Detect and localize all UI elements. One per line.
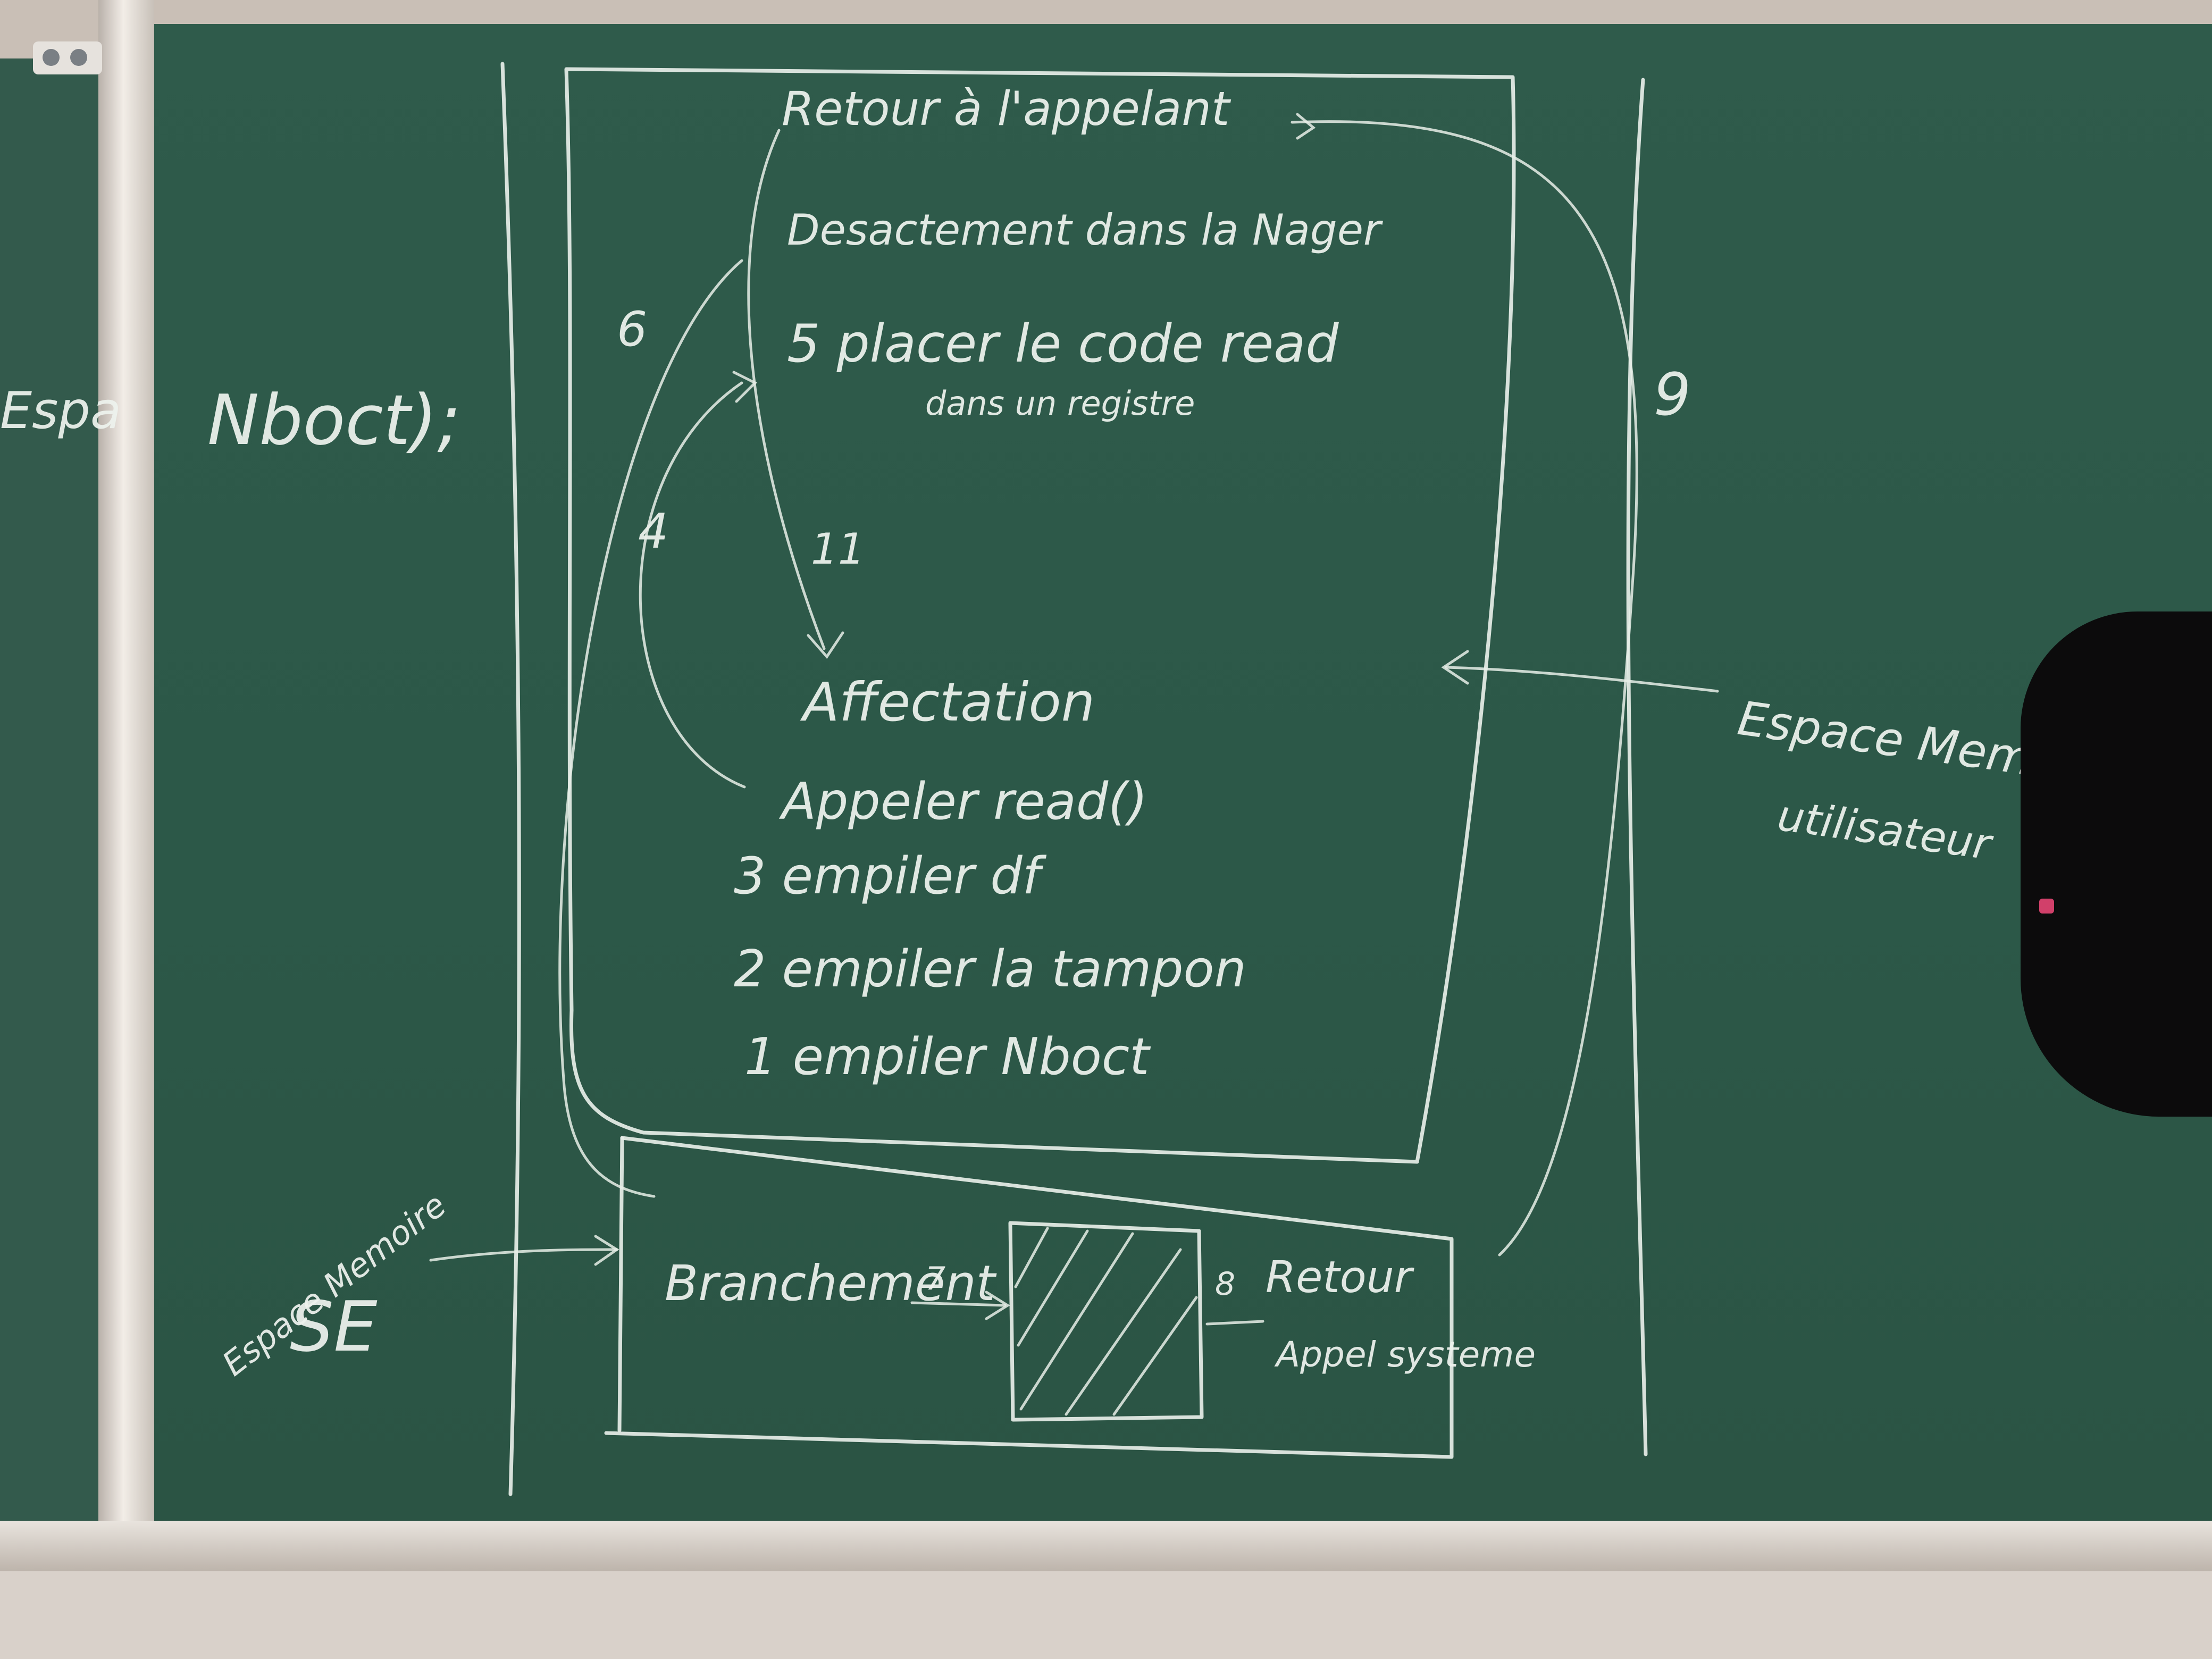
user-space-pointer — [1445, 666, 1719, 693]
step-number: 11 — [811, 524, 865, 574]
floor — [0, 1571, 2212, 1659]
return-label: Retour — [1266, 1252, 1414, 1303]
magnet-icon — [33, 41, 102, 74]
hatched-block — [1008, 1221, 1204, 1422]
step-8-label: 8 — [1215, 1266, 1235, 1303]
step-7-label: 7 — [925, 1260, 945, 1297]
left-board-fragment: Espa — [0, 382, 121, 440]
os-space-pointer — [429, 1248, 618, 1262]
stack-line: 5 placer le code read — [787, 314, 1339, 374]
stack-line: Affectation — [800, 671, 1095, 733]
arrow-11 — [747, 129, 826, 650]
board-divider-frame — [98, 0, 154, 1574]
stack-line: 3 empiler df — [734, 847, 1047, 906]
left-vertical-line — [500, 62, 521, 1496]
pink-mark — [2039, 899, 2054, 914]
step-number: 6 — [617, 301, 647, 357]
call-arguments-text: Nboct); — [207, 380, 460, 460]
os-se-label: SE — [290, 1286, 378, 1367]
branch-label: Branchement — [665, 1255, 997, 1312]
stack-line: dans un registre — [925, 384, 1195, 423]
syscall-return-label: Appel systeme — [1274, 1334, 1536, 1375]
arrow-4 — [639, 381, 746, 789]
left-chalkboard — [0, 58, 98, 1537]
arrow-8 — [1205, 1320, 1264, 1326]
person-silhouette — [2021, 611, 2212, 1117]
right-vertical-line — [1626, 78, 1648, 1456]
arrow-7 — [910, 1301, 1007, 1307]
main-chalkboard — [154, 24, 2212, 1534]
stack-lines: Retour à l'appelant Desactement dans la … — [734, 81, 1384, 1086]
stack-line: Desactement dans la Nager — [787, 205, 1384, 255]
stack-line: Retour à l'appelant — [782, 81, 1231, 136]
user-memory-box — [564, 67, 1516, 1164]
stack-line: 2 empiler la tampon — [734, 940, 1246, 999]
stack-line: Appeler read() — [778, 773, 1147, 831]
stack-line: 1 empiler Nboct — [744, 1028, 1151, 1086]
user-label: utilisateur — [1774, 791, 1997, 870]
arrow-9 — [1291, 120, 1638, 1256]
arrow-6 — [558, 259, 743, 1198]
step-number: 9 — [1654, 361, 1691, 429]
chalk-tray — [0, 1521, 2212, 1571]
os-memory-box — [604, 1136, 1454, 1459]
